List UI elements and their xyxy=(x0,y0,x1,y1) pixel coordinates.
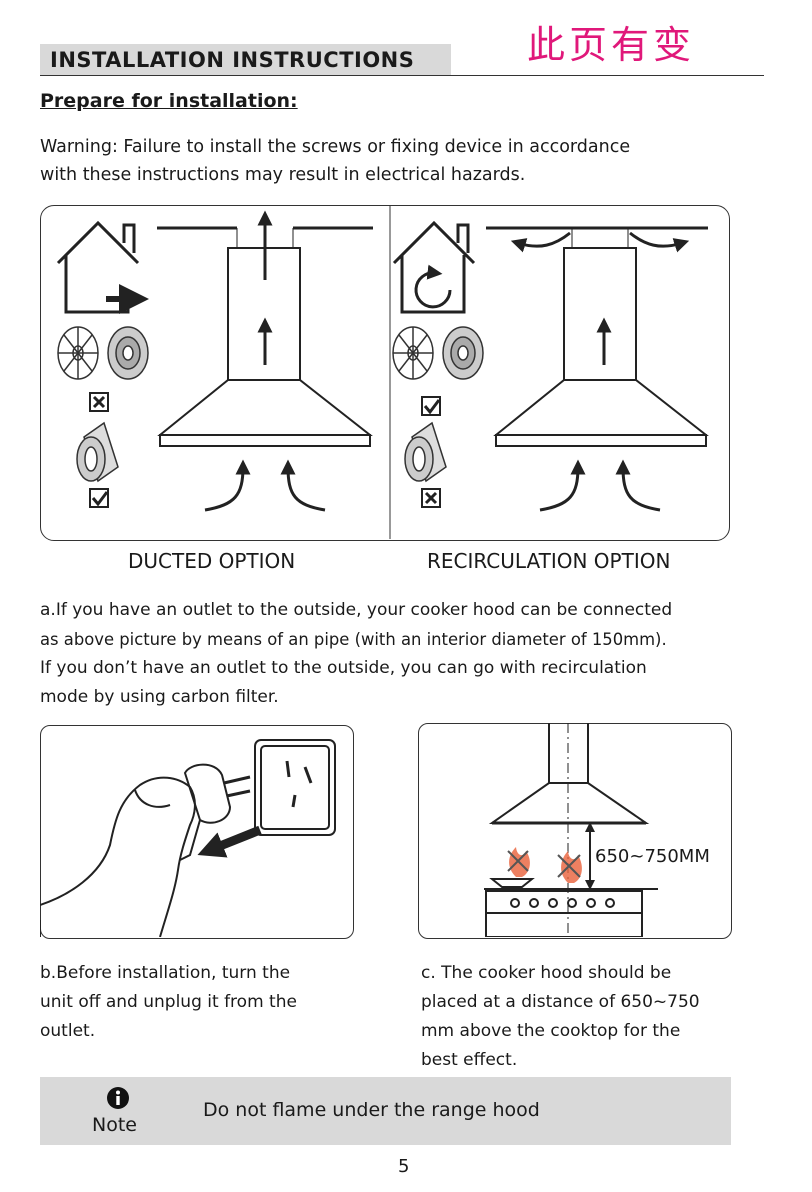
paragraph-a-line-2: as above picture by means of an pipe (wi… xyxy=(40,630,667,649)
warning-text: Warning: Failure to install the screws o… xyxy=(40,133,780,189)
handwritten-stamp: 此页有变 xyxy=(527,23,696,67)
paragraph-b-line-1: b.Before installation, turn the xyxy=(40,963,291,983)
page-number: 5 xyxy=(398,1156,410,1177)
paragraph-c-line-2: placed at a distance of 650~750 xyxy=(421,992,700,1012)
options-diagram-panel xyxy=(40,205,730,541)
info-icon xyxy=(107,1087,129,1109)
warning-line-2: with these instructions may result in el… xyxy=(40,165,526,185)
recirculation-option-caption: RECIRCULATION OPTION xyxy=(427,549,671,573)
pipe-roll-icon xyxy=(404,421,447,483)
prepare-heading: Prepare for installation: xyxy=(40,90,298,112)
pipe-roll-icon xyxy=(76,421,119,483)
paragraph-a-line-1: a.If you have an outlet to the outside, … xyxy=(40,600,673,620)
grease-filter-icon xyxy=(392,326,434,380)
paragraph-b-line-3: outlet. xyxy=(40,1021,96,1041)
note-text: Do not flame under the range hood xyxy=(203,1099,540,1121)
cross-checkbox-icon xyxy=(421,488,441,508)
paragraph-b-line-2: unit off and unplug it from the xyxy=(40,992,297,1012)
ducted-hood-illustration xyxy=(157,210,373,512)
distance-label: 650~750MM xyxy=(595,846,710,867)
paragraph-b: b.Before installation, turn the unit off… xyxy=(40,959,380,1046)
cross-checkbox-icon xyxy=(89,392,109,412)
pull-arrow-icon xyxy=(197,825,262,858)
flame-warning-icon xyxy=(557,851,582,883)
carbon-filter-disc-icon xyxy=(442,326,484,380)
paragraph-a-line-4: mode by using carbon filter. xyxy=(40,687,279,707)
paragraph-a: a.If you have an outlet to the outside, … xyxy=(40,596,790,712)
warning-line-1: Warning: Failure to install the screws o… xyxy=(40,137,631,157)
house-recirculate-icon xyxy=(392,220,476,314)
paragraph-c: c. The cooker hood should be placed at a… xyxy=(421,959,761,1075)
section-title: INSTALLATION INSTRUCTIONS xyxy=(50,48,415,72)
header-bar xyxy=(40,44,451,75)
paragraph-c-line-4: best effect. xyxy=(421,1050,518,1070)
paragraph-a-line-3: If you don’t have an outlet to the outsi… xyxy=(40,658,647,678)
recirculation-hood-illustration xyxy=(486,226,709,512)
options-diagram xyxy=(56,205,709,539)
unplug-illustration xyxy=(40,739,336,937)
paragraph-c-line-1: c. The cooker hood should be xyxy=(421,963,672,983)
ducted-option-caption: DUCTED OPTION xyxy=(128,549,296,573)
flame-warning-icon xyxy=(507,847,530,877)
check-checkbox-icon xyxy=(421,396,441,416)
paragraph-c-line-3: mm above the cooktop for the xyxy=(421,1021,681,1041)
check-checkbox-icon xyxy=(89,488,109,508)
header-rule xyxy=(40,75,764,76)
carbon-filter-disc-icon xyxy=(107,326,149,380)
distance-illustration xyxy=(484,723,658,937)
note-box xyxy=(40,1077,731,1145)
grease-filter-icon xyxy=(57,326,99,380)
note-label: Note xyxy=(92,1114,137,1136)
